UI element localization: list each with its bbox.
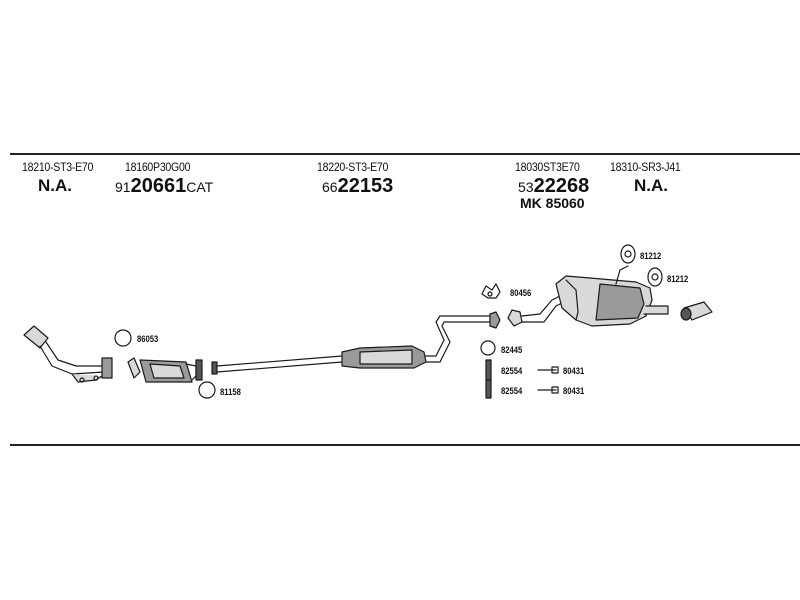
nut-80431-lower-part: [537, 386, 559, 394]
part-number-center-pipe: 18220-ST3-E70: [317, 160, 389, 174]
callout-81158: 81158: [220, 387, 241, 397]
nut-80431-upper-part: [537, 366, 559, 374]
ref-rear-pipe: 5322268: [518, 176, 589, 198]
part-number-rear-muffler: 18310-SR3-J41: [610, 160, 681, 174]
joint-flange-part: [489, 309, 523, 329]
ref-suffix: CAT: [186, 179, 214, 195]
gasket-81158-part: [198, 381, 216, 399]
part-number-catalytic-converter: 18160P30G00: [125, 160, 191, 174]
callout-82445: 82445: [501, 345, 523, 355]
ref-catalytic-converter: 9120661CAT: [115, 176, 213, 198]
bolt-82554-upper-part: [485, 359, 492, 381]
ref-rear-muffler-na: N.A.: [634, 176, 668, 195]
ref-prefix: 53: [518, 179, 534, 195]
callout-80431-lower: 80431: [563, 386, 585, 396]
top-divider: [10, 153, 800, 155]
hanger-80456-part: [481, 283, 501, 299]
callout-86053: 86053: [137, 334, 159, 344]
center-pipe-part: [211, 315, 491, 375]
ring-82445-part: [480, 340, 496, 356]
ref-main: 22268: [533, 175, 590, 197]
front-pipe-part: [23, 325, 113, 383]
ref-rear-pipe-mk: MK 85060: [520, 195, 585, 211]
rear-muffler-part: [521, 265, 669, 327]
callout-80431-upper: 80431: [563, 366, 585, 376]
hanger-81212-side-part: [647, 267, 663, 287]
callout-81212-top: 81212: [640, 251, 662, 261]
callout-80456: 80456: [510, 288, 532, 298]
bolt-82554-lower-part: [485, 379, 492, 399]
part-number-rear-pipe: 18030ST3E70: [515, 160, 580, 174]
callout-81212-side: 81212: [667, 274, 689, 284]
ref-front-pipe-na: N.A.: [38, 176, 72, 195]
ref-main: 22153: [337, 175, 394, 197]
catalytic-converter-part: [127, 357, 203, 383]
ref-center-pipe: 6622153: [322, 176, 393, 198]
gasket-86053-part: [114, 329, 132, 347]
tail-pipe-tip-part: [680, 301, 713, 321]
callout-82554-upper: 82554: [501, 366, 523, 376]
ref-prefix: 66: [322, 179, 338, 195]
ref-prefix: 91: [115, 179, 131, 195]
part-number-front-pipe: 18210-ST3-E70: [22, 160, 94, 174]
callout-82554-lower: 82554: [501, 386, 523, 396]
bottom-divider: [10, 444, 800, 446]
ref-main: 20661: [130, 175, 187, 197]
hanger-81212-top-part: [620, 244, 636, 264]
